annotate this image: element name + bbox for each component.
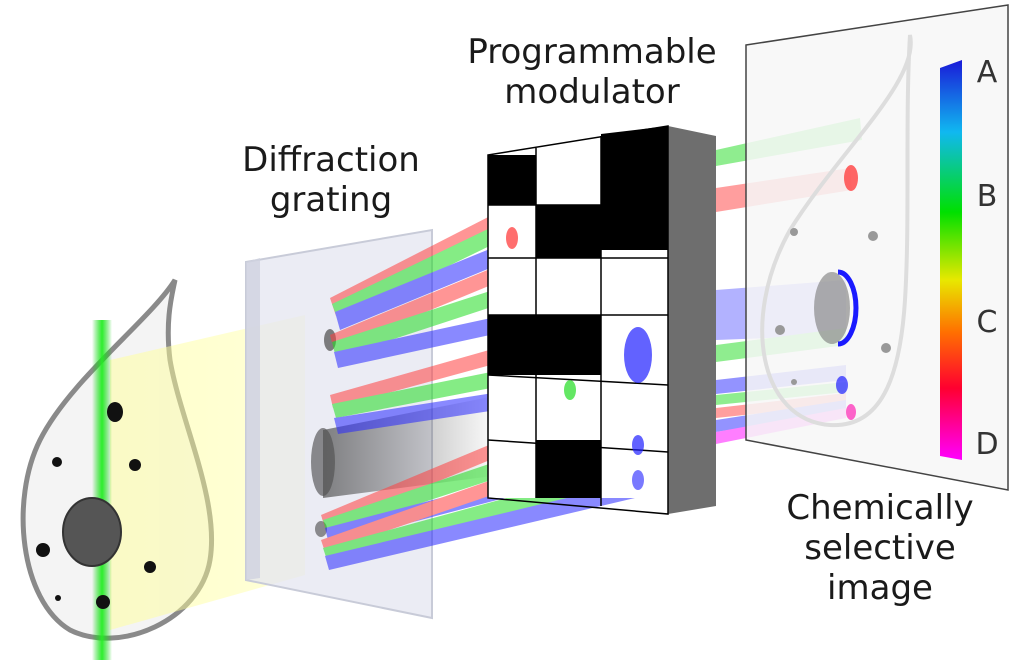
label-line: selective [804, 528, 956, 568]
modulator-cell [601, 205, 668, 250]
modulator-cell [536, 258, 601, 315]
label-line: Chemically [786, 488, 974, 528]
image-plane [745, 4, 1009, 491]
scale-letter-c: C [976, 305, 998, 340]
modulator-cell [601, 250, 668, 258]
modulator-cell [536, 315, 601, 375]
label-diffraction-grating: Diffraction grating [226, 140, 436, 220]
label-line: image [827, 568, 933, 608]
label-line: grating [269, 180, 393, 220]
scale-letter-a: A [976, 55, 998, 90]
modulator-cell [488, 315, 536, 375]
modulator-cell [601, 126, 668, 205]
modulator-cell [601, 375, 668, 440]
modulator-cell [488, 258, 536, 315]
scale-letter-b: B [976, 179, 998, 214]
label-programmable-modulator: Programmable modulator [452, 32, 732, 112]
spectral-scale [940, 60, 962, 460]
modulator-cell [488, 375, 536, 440]
spectral-gradient-bar [940, 60, 962, 460]
excitation-beam [92, 320, 112, 660]
label-line: Diffraction [242, 140, 420, 180]
label-line: Programmable [467, 32, 717, 72]
modulator-cell [536, 440, 601, 498]
programmable-modulator [487, 125, 716, 515]
modulator-cell [536, 205, 601, 258]
label-line: modulator [504, 72, 680, 112]
scale-letter-d: D [975, 427, 999, 462]
modulator-cell [488, 155, 536, 205]
modulator-cell [488, 440, 536, 498]
modulator-cell [601, 258, 668, 315]
label-chemically-selective-image: Chemically selective image [760, 488, 1000, 608]
modulator-cell [536, 134, 601, 205]
cell-organelles [36, 402, 156, 609]
